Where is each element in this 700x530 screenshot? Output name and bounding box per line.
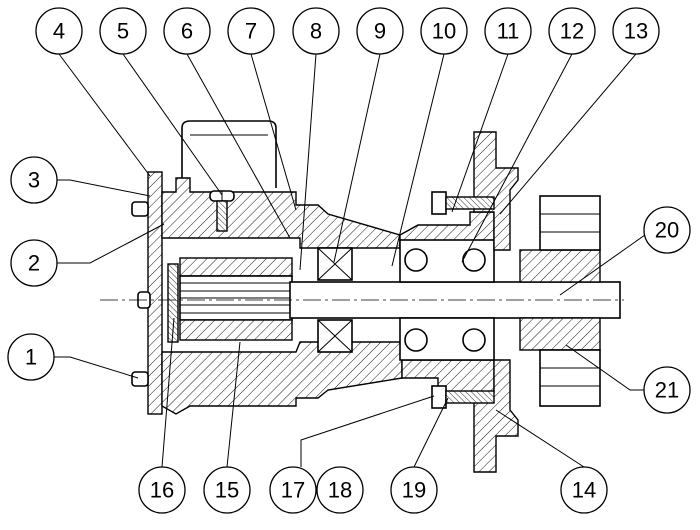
callout-3: 3 — [10, 156, 58, 204]
drive-gear — [519, 195, 601, 407]
inlet-port — [181, 120, 277, 188]
callout-20: 20 — [643, 206, 691, 254]
callout-8: 8 — [292, 7, 340, 55]
cover-screw-bottom — [131, 371, 149, 387]
svg-text:19: 19 — [402, 478, 426, 503]
callout-12: 12 — [548, 7, 596, 55]
svg-text:11: 11 — [497, 19, 520, 44]
callout-19: 19 — [390, 466, 438, 514]
callout-6: 6 — [163, 7, 211, 55]
wear-plate — [167, 263, 179, 343]
svg-text:16: 16 — [150, 478, 174, 503]
svg-text:15: 15 — [215, 478, 239, 503]
callout-18: 18 — [316, 466, 364, 514]
callout-9: 9 — [356, 7, 404, 55]
seal — [317, 247, 353, 353]
svg-text:8: 8 — [310, 19, 322, 44]
svg-text:3: 3 — [28, 168, 40, 193]
callout-11: 11 — [484, 7, 532, 55]
callout-13: 13 — [612, 7, 660, 55]
cover-screw-top — [131, 201, 149, 217]
callout-4: 4 — [35, 7, 83, 55]
svg-text:20: 20 — [655, 218, 679, 243]
impeller — [179, 257, 293, 341]
svg-text:10: 10 — [432, 19, 456, 44]
pump-drawing — [100, 120, 624, 473]
callout-1: 1 — [7, 333, 55, 381]
svg-text:14: 14 — [572, 478, 596, 503]
svg-text:13: 13 — [624, 19, 648, 44]
callout-21: 21 — [643, 366, 691, 414]
callout-17: 17 — [269, 466, 317, 514]
mounting-flange — [473, 131, 519, 251]
callout-2: 2 — [10, 239, 58, 287]
svg-text:17: 17 — [281, 478, 305, 503]
callout-15: 15 — [203, 466, 251, 514]
svg-text:5: 5 — [117, 19, 129, 44]
svg-text:4: 4 — [53, 19, 65, 44]
svg-text:12: 12 — [560, 19, 584, 44]
svg-text:1: 1 — [25, 345, 37, 370]
pump-housing-upper — [161, 177, 401, 249]
callout-5: 5 — [99, 7, 147, 55]
callout-10: 10 — [420, 7, 468, 55]
screw — [209, 190, 235, 232]
bearings — [399, 239, 495, 361]
callout-16: 16 — [138, 466, 186, 514]
svg-text:7: 7 — [245, 19, 257, 44]
bolts — [431, 191, 495, 409]
callout-7: 7 — [227, 7, 275, 55]
svg-text:6: 6 — [181, 19, 193, 44]
pump-housing-lower — [161, 341, 403, 415]
svg-text:2: 2 — [28, 251, 40, 276]
svg-text:18: 18 — [328, 478, 352, 503]
callout-14: 14 — [560, 466, 608, 514]
svg-text:21: 21 — [655, 378, 679, 403]
svg-text:9: 9 — [374, 19, 386, 44]
